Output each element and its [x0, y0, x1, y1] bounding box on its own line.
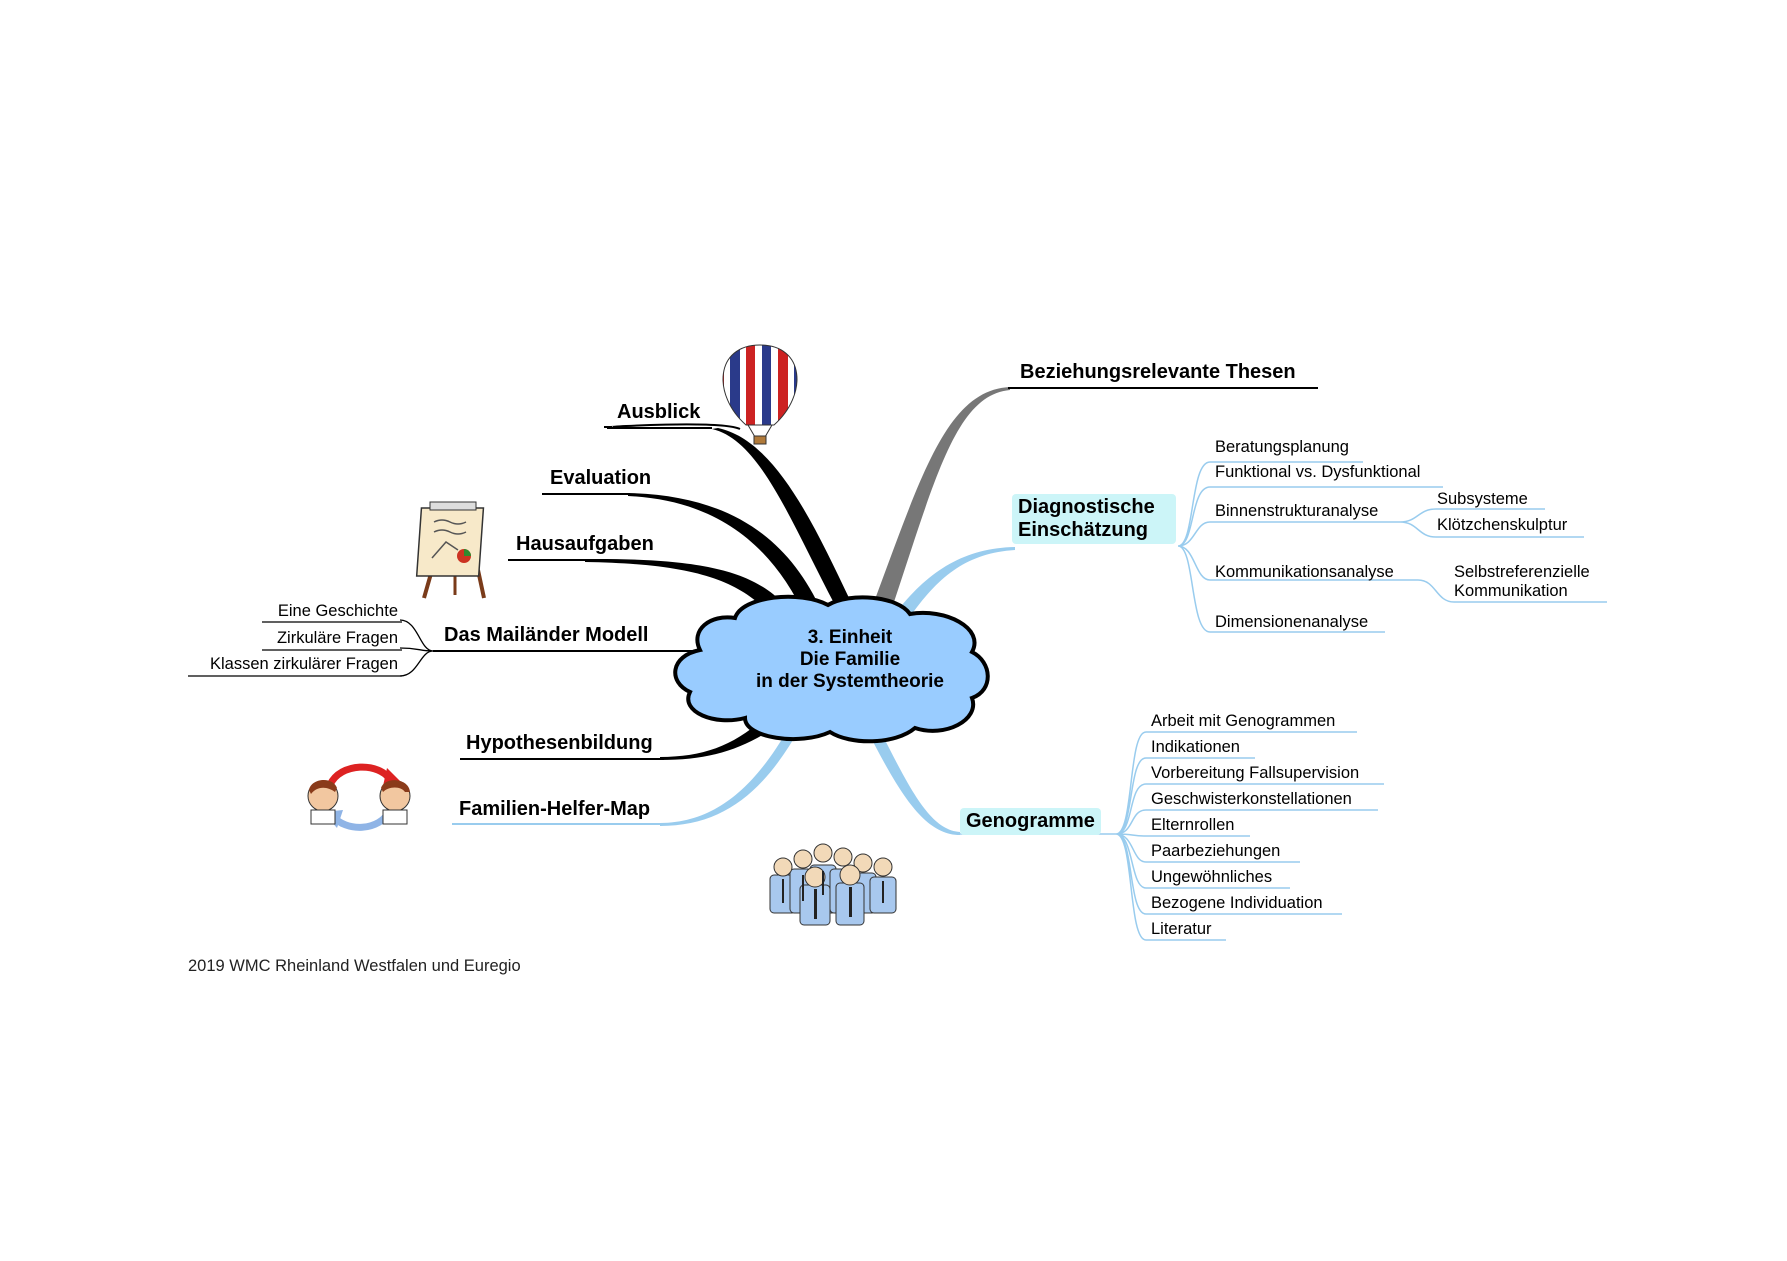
geno-child-5[interactable]: Elternrollen — [1151, 816, 1235, 834]
mailaender-child-1[interactable]: Eine Geschichte — [277, 602, 398, 620]
central-topic-line1: 3. Einheit — [807, 627, 893, 648]
diag-child-3b[interactable]: Klötzchenskulptur — [1437, 516, 1568, 534]
diag-child-4a-line1: Selbstreferenzielle — [1454, 563, 1590, 581]
central-topic: 3. Einheit Die Familie in der Systemtheo… — [745, 627, 955, 693]
geno-child-9[interactable]: Literatur — [1151, 920, 1212, 938]
branch-ausblick[interactable]: Ausblick — [617, 401, 701, 423]
branch-mailaender[interactable]: Das Mailänder Modell — [444, 624, 649, 646]
central-topic-line2: Die Familie — [799, 648, 901, 670]
branch-familien-helfer[interactable]: Familien-Helfer-Map — [459, 798, 651, 820]
connector-diagnostisch-children — [1177, 461, 1211, 633]
branch-hypothesen[interactable]: Hypothesenbildung — [466, 732, 653, 754]
connector-familien-helfer — [660, 722, 800, 826]
diag-child-4a[interactable]: Selbstreferenzielle Kommunikation — [1454, 563, 1590, 601]
diag-child-1[interactable]: Beratungsplanung — [1215, 438, 1349, 456]
connector-genogramme — [866, 722, 960, 835]
flipchart-icon — [415, 501, 486, 599]
geno-child-4[interactable]: Geschwisterkonstellationen — [1151, 790, 1352, 808]
diag-child-4a-line2: Kommunikation — [1454, 581, 1568, 600]
branch-evaluation[interactable]: Evaluation — [550, 467, 652, 489]
people-group-icon — [769, 843, 897, 926]
branch-hausaufgaben[interactable]: Hausaufgaben — [516, 533, 654, 555]
mailaender-child-3[interactable]: Klassen zirkulärer Fragen — [210, 655, 398, 673]
branch-diagnostisch-line1: Diagnostische — [1018, 496, 1155, 518]
diag-child-2[interactable]: Funktional vs. Dysfunktional — [1215, 463, 1421, 481]
geno-child-8[interactable]: Bezogene Individuation — [1151, 894, 1323, 912]
central-topic-line3: in der Systemtheorie — [756, 670, 944, 692]
diag-child-3a[interactable]: Subsysteme — [1437, 490, 1528, 508]
connector-beziehung — [868, 387, 1010, 620]
central-cloud — [673, 594, 990, 744]
circular-communication-icon — [307, 763, 411, 831]
geno-child-2[interactable]: Indikationen — [1151, 738, 1240, 756]
hot-air-balloon-icon — [722, 344, 798, 445]
branch-genogramme[interactable]: Genogramme — [960, 808, 1101, 835]
branch-diagnostisch[interactable]: Diagnostische Einschätzung — [1012, 494, 1176, 544]
branch-beziehung[interactable]: Beziehungsrelevante Thesen — [1020, 361, 1296, 383]
connector-mailaender-children — [399, 619, 434, 677]
diag-child-5[interactable]: Dimensionenanalyse — [1215, 613, 1369, 631]
geno-child-7[interactable]: Ungewöhnliches — [1151, 868, 1273, 886]
mailaender-child-2[interactable]: Zirkuläre Fragen — [276, 629, 398, 647]
connector-diagnostisch — [898, 547, 1015, 614]
geno-child-1[interactable]: Arbeit mit Genogrammen — [1151, 712, 1336, 730]
branch-diagnostisch-line2: Einschätzung — [1018, 519, 1149, 541]
geno-child-3[interactable]: Vorbereitung Fallsupervision — [1151, 764, 1360, 782]
connector-genogramme-children — [1115, 731, 1147, 941]
connector-ausblick-taper — [712, 428, 850, 605]
connector-binnenstruktur-children — [1399, 508, 1437, 538]
footer-copyright: 2019 WMC Rheinland Westfalen und Euregio — [188, 957, 521, 975]
geno-child-6[interactable]: Paarbeziehungen — [1151, 842, 1281, 860]
diag-child-3[interactable]: Binnenstrukturanalyse — [1215, 502, 1379, 520]
connector-hausaufgaben-taper — [585, 558, 800, 632]
connector-kommunikation-child — [1417, 579, 1455, 603]
diag-child-4[interactable]: Kommunikationsanalyse — [1215, 563, 1394, 581]
